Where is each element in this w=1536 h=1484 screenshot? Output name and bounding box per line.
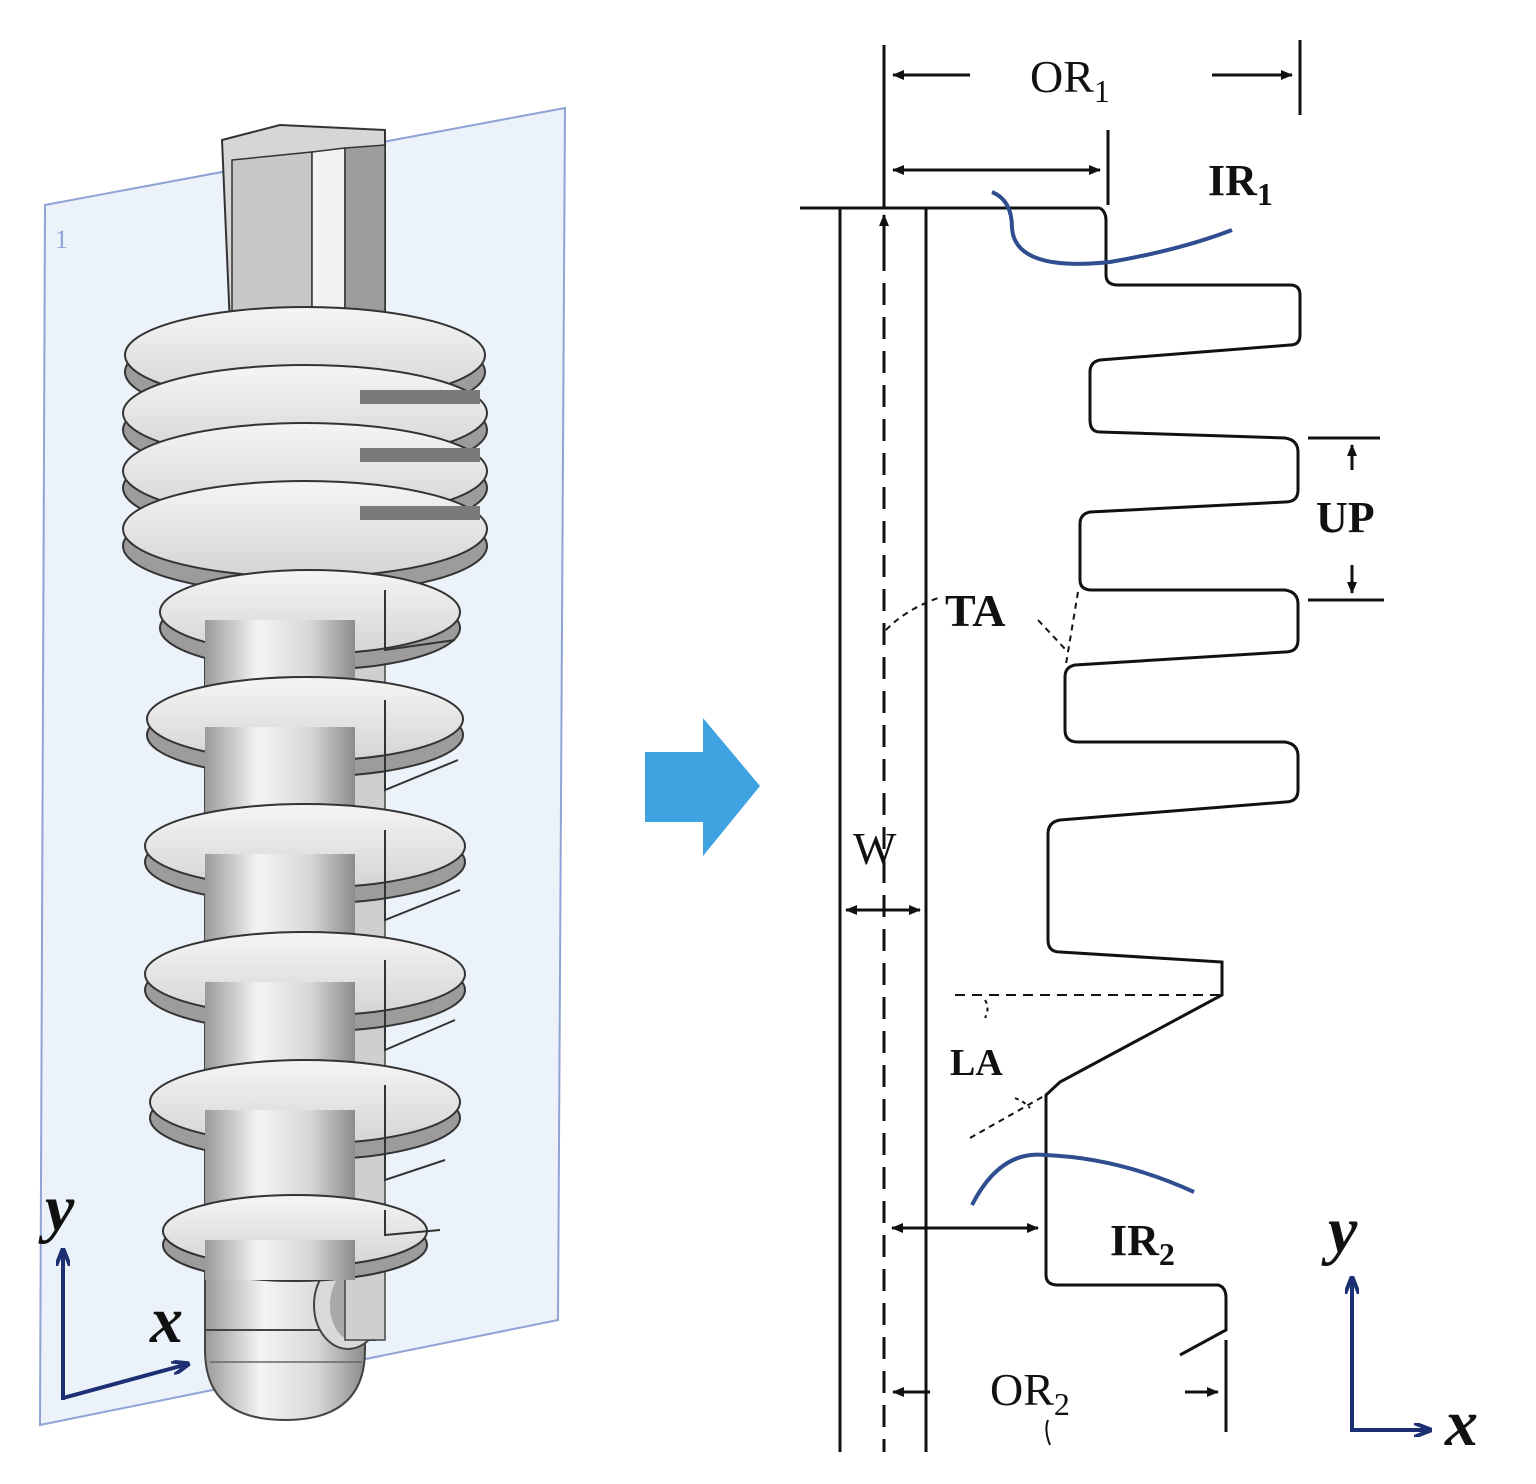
ir2-label: IR2 <box>1110 1216 1175 1272</box>
profile-2d <box>800 40 1384 1452</box>
ir1-curve <box>991 190 1233 266</box>
screw-tip <box>204 1329 366 1422</box>
right-axis-x-label: x <box>1444 1387 1478 1460</box>
ir1-label: IR1 <box>1208 156 1273 212</box>
right-axis-y-label: y <box>1321 1194 1358 1267</box>
screw-3d-model: 1 <box>38 106 567 1427</box>
ta-label: TA <box>945 585 1006 636</box>
screw-profile-outline <box>1044 206 1302 1357</box>
left-axis-x-label: x <box>149 1284 183 1357</box>
right-axes: y x <box>1321 1194 1478 1460</box>
la-label: LA <box>950 1042 1003 1084</box>
lower-flights <box>144 569 466 1282</box>
ir2-curve <box>970 1152 1195 1206</box>
left-axis-y-label: y <box>38 1172 75 1245</box>
plane-number: 1 <box>55 225 68 254</box>
left-axes: y x <box>38 1172 188 1400</box>
or1-label: OR1 <box>1030 51 1110 109</box>
up-label: UP <box>1316 493 1375 542</box>
or2-label: OR2 <box>990 1364 1070 1422</box>
w-label: W <box>853 823 897 874</box>
upper-flights <box>122 306 488 595</box>
transform-arrow <box>645 718 760 856</box>
